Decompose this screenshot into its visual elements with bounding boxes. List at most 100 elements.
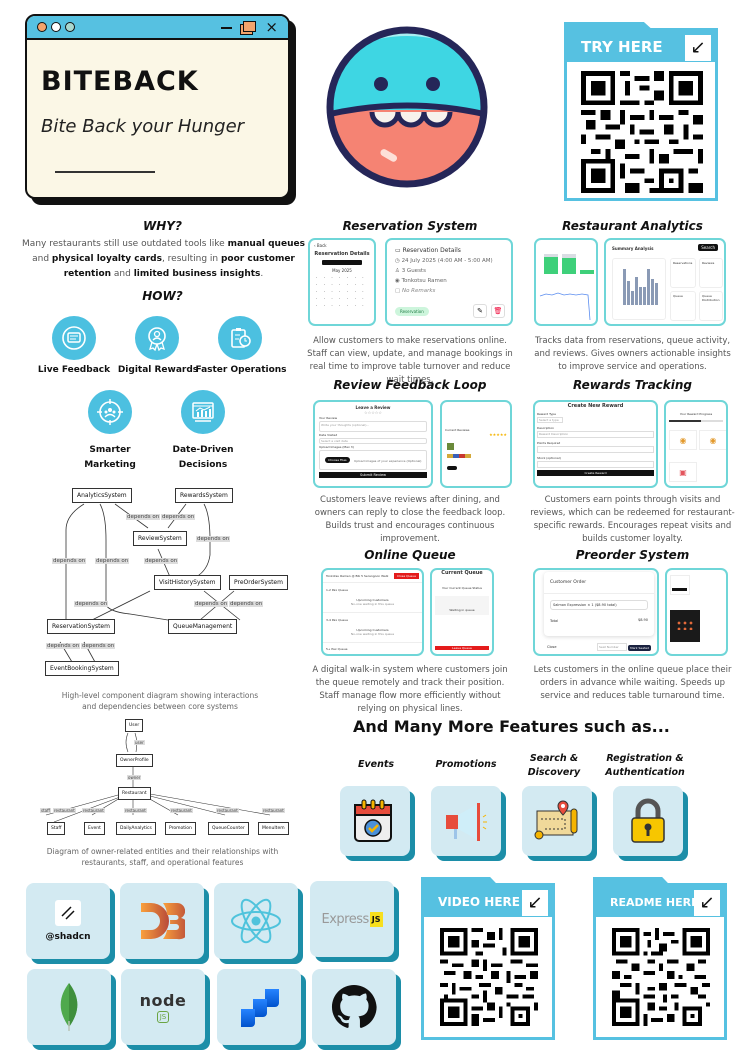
how-label: Digital Rewards bbox=[117, 365, 199, 375]
tech-tile-express: Express JS bbox=[310, 881, 394, 957]
why-text-part: . bbox=[260, 269, 264, 279]
try-here-label: TRY HERE bbox=[581, 38, 663, 56]
close-icon[interactable]: × bbox=[265, 18, 278, 36]
jira-logo-icon bbox=[241, 989, 279, 1027]
why-paragraph: Many restaurants still use outdated tool… bbox=[22, 237, 305, 282]
choose-files-button[interactable]: Choose Files bbox=[325, 457, 350, 463]
points-input[interactable] bbox=[537, 446, 654, 453]
tech-tile-mongodb bbox=[27, 969, 111, 1045]
edge-label: restaurant bbox=[170, 808, 193, 813]
entity-node: Event bbox=[84, 822, 105, 835]
create-reward-button[interactable]: Create Reward bbox=[537, 470, 654, 476]
reward-progress-screenshot: Your Reward Progress ◉ ◉ ▣ bbox=[664, 400, 728, 488]
leave-queue-button[interactable]: Leave Queue bbox=[435, 646, 489, 650]
entity-node: DailyAnalytics bbox=[116, 822, 156, 835]
why-text-part: and bbox=[111, 269, 134, 279]
analytics-bar-screenshot bbox=[534, 238, 598, 326]
date-select[interactable]: Select a visit date bbox=[319, 438, 427, 444]
entity-node: QueueCounter bbox=[208, 822, 249, 835]
feature-label: Registration & Authentication bbox=[605, 753, 685, 778]
arrow-down-left-icon: ↙ bbox=[685, 35, 711, 61]
how-label: Faster Operations bbox=[195, 365, 287, 375]
video-qr-card[interactable]: VIDEO HERE ↙ bbox=[421, 877, 555, 1040]
edge-label: depends on bbox=[46, 643, 81, 649]
current-reviews-screenshot: Current Reviews ★★★★★ bbox=[440, 400, 512, 488]
details-guests: ♙ 3 Guests bbox=[395, 268, 426, 274]
diagram-node: QueueManagement bbox=[168, 619, 238, 634]
qr-code-readme[interactable] bbox=[612, 928, 710, 1026]
diagram-node: ReservationSystem bbox=[47, 619, 115, 634]
app-tagline: Bite Back your Hunger bbox=[41, 116, 245, 137]
edge-label: restaurant bbox=[82, 808, 105, 813]
stat-card: Queue bbox=[670, 291, 696, 321]
edge-label: restaurant bbox=[53, 808, 76, 813]
feature-label: Promotions bbox=[435, 759, 497, 770]
edge-label: depends on bbox=[81, 643, 116, 649]
seat-number-input[interactable]: Seat Number bbox=[597, 643, 627, 651]
window-dot-white bbox=[51, 22, 61, 32]
calendar-check-icon bbox=[354, 799, 392, 842]
reward-description-input[interactable]: Reward Description bbox=[537, 431, 654, 438]
entity-node: MenuItem bbox=[258, 822, 289, 835]
entity-node: OwnerProfile bbox=[116, 754, 153, 767]
details-date: ◷ 24 July 2025 (4:00 AM - 5:00 AM) bbox=[395, 258, 493, 264]
edit-pencil-icon[interactable]: ✎ bbox=[473, 304, 487, 318]
readme-here-label: README HERE bbox=[610, 896, 699, 909]
minimize-icon[interactable] bbox=[221, 27, 232, 29]
delete-trash-icon[interactable]: 🗑 bbox=[491, 304, 505, 318]
qr-code-try[interactable] bbox=[579, 71, 705, 193]
analytics-mini-charts bbox=[539, 254, 594, 321]
how-label: Date-Driven Decisions bbox=[172, 445, 234, 470]
github-logo-icon bbox=[331, 984, 377, 1028]
reward-type-select[interactable]: Select a type bbox=[537, 417, 563, 423]
edge-label: depends on bbox=[74, 601, 109, 607]
feature-desc: A digital walk-in system where customers… bbox=[312, 665, 508, 714]
why-text-part: Many restaurants still use outdated tool… bbox=[22, 239, 228, 249]
diagram-node: RewardsSystem bbox=[175, 488, 233, 503]
details-restaurant: ◉ Tonkotsu Ramen bbox=[395, 278, 447, 284]
why-emphasis: manual queues bbox=[227, 239, 305, 249]
mark-seated-button[interactable]: Mark Seated bbox=[628, 645, 651, 651]
close-queue-button[interactable]: Close Queue bbox=[394, 573, 419, 579]
feature-title: Rewards Tracking bbox=[572, 378, 692, 392]
hero-window: × BITEBACK Bite Back your Hunger bbox=[25, 14, 290, 199]
award-badge-icon bbox=[135, 316, 179, 360]
stock-input[interactable] bbox=[537, 461, 654, 468]
calendar-month: May 2025 bbox=[332, 268, 352, 273]
edge-label: depends on bbox=[194, 601, 229, 607]
nodejs-badge: JS bbox=[156, 1011, 170, 1023]
how-item-faster-operations bbox=[218, 316, 262, 360]
how-heading: HOW? bbox=[142, 289, 183, 303]
submit-review-button[interactable]: Submit Review bbox=[319, 472, 427, 478]
entity-diagram-edges bbox=[45, 732, 271, 823]
review-textarea[interactable]: Write your thoughts (optional)... bbox=[319, 421, 427, 432]
megaphone-icon bbox=[446, 803, 487, 841]
queue-admin-screenshot: Tonkotsu Ramen @ Blk 5 Serangoon Walk Cl… bbox=[321, 568, 424, 656]
reward-form-title: Create New Reward bbox=[567, 403, 624, 409]
qr-code-video[interactable] bbox=[440, 928, 538, 1026]
readme-qr-card[interactable]: README HERE ↙ bbox=[593, 877, 727, 1040]
app-title: BITEBACK bbox=[41, 66, 199, 97]
edge-label: restaurant bbox=[216, 808, 239, 813]
mascot-logo bbox=[322, 22, 492, 192]
decorative-underline bbox=[55, 171, 155, 173]
menu-screenshot bbox=[665, 568, 728, 656]
stat-card: Reservations bbox=[670, 258, 696, 288]
edge-label: user bbox=[134, 740, 145, 745]
edge-label: owner bbox=[127, 775, 142, 780]
feature-title: Review Feedback Loop bbox=[333, 378, 487, 392]
diagram-node: ReviewSystem bbox=[133, 531, 187, 546]
edge-label: depends on bbox=[126, 514, 161, 520]
feature-desc: Customers leave reviews after dining, an… bbox=[314, 495, 506, 544]
close-button[interactable]: Close bbox=[547, 645, 557, 649]
window-titlebar: × bbox=[27, 16, 288, 40]
try-here-qr-card[interactable]: TRY HERE ↙ bbox=[564, 22, 718, 201]
entity-node: Restaurant bbox=[118, 787, 151, 800]
feature-title: Preorder System bbox=[575, 548, 690, 562]
summary-title: Summary Analysis bbox=[612, 246, 654, 251]
star-rating[interactable]: ☆☆☆☆☆ bbox=[364, 410, 382, 415]
how-item-data-driven-decisions bbox=[181, 390, 225, 434]
search-button[interactable]: Search bbox=[698, 244, 718, 251]
restore-icon[interactable] bbox=[243, 21, 256, 32]
analytics-histogram bbox=[623, 269, 658, 305]
